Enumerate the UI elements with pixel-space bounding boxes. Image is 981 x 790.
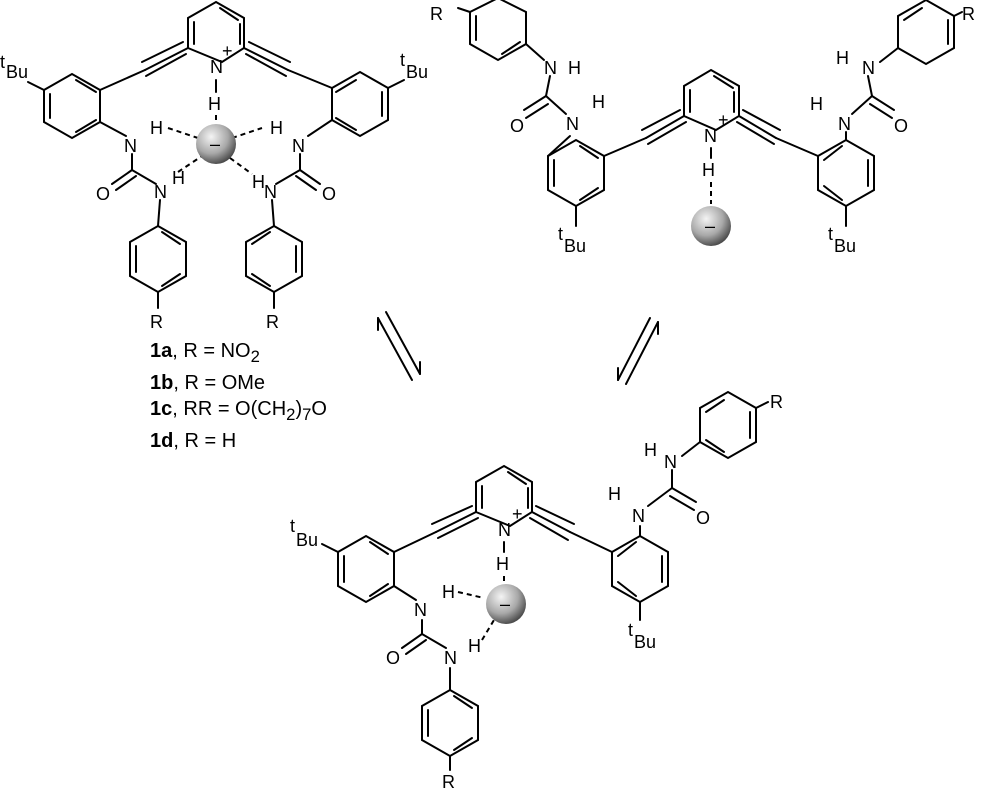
c-pyridinium-n: N	[498, 520, 511, 540]
right-urea-o: O	[322, 184, 336, 204]
c-right-urea-n2: N	[664, 452, 677, 472]
left-pendant-r: R	[150, 312, 163, 332]
left-urea-o: O	[96, 184, 110, 204]
b-left-pendant-r: R	[430, 4, 443, 24]
anion-charge: –	[210, 134, 220, 154]
tbu-t-right: t	[400, 50, 405, 70]
c-tbu-right: Bu	[634, 632, 656, 652]
legend-row-1d: 1d, R = H	[150, 430, 237, 452]
tbu-t-left: t	[0, 52, 5, 72]
left-urea-h2: H	[172, 168, 185, 188]
c-tbu-t-left: t	[290, 516, 295, 536]
c-tbu-t-right: t	[628, 620, 633, 640]
structure-bound-one-arm: N + H t Bu N H O N H	[290, 390, 783, 790]
b-right-urea-h2: H	[836, 48, 849, 68]
c-right-urea-h1: H	[608, 484, 621, 504]
right-pendant-phenyl	[245, 224, 303, 309]
right-urea-h2: H	[252, 172, 265, 192]
b-right-urea-n2: N	[862, 58, 875, 78]
c-right-pendant-r: R	[770, 392, 783, 412]
c-anion-ball	[486, 584, 526, 624]
left-urea-h1: H	[150, 118, 163, 138]
b-right-urea-h1: H	[810, 94, 823, 114]
alkyne-right	[243, 41, 333, 89]
c-pyridinium-h: H	[496, 554, 509, 574]
c-pyridinium-plus: +	[512, 504, 523, 524]
b-right-pendant-r: R	[962, 4, 975, 24]
left-urea-n1: N	[124, 136, 137, 156]
b-pyridinium-plus: +	[718, 110, 729, 130]
pyridinium-ring	[187, 0, 245, 64]
b-tbu-t-right: t	[828, 224, 833, 244]
equilibrium-arrow-left	[377, 311, 421, 381]
b-pyridinium-n: N	[704, 126, 717, 146]
c-left-urea-h2: H	[468, 636, 481, 656]
pyridinium-h-label: H	[208, 94, 221, 114]
pyridinium-n-label: N	[210, 57, 223, 77]
legend-row-1c: 1c, RR = O(CH2)7O	[150, 398, 327, 424]
pyridinium-plus-label: +	[222, 41, 233, 61]
b-anion-charge: –	[705, 216, 715, 236]
c-anion-charge: –	[500, 594, 510, 614]
b-right-urea-o: O	[894, 116, 908, 136]
c-tbu-left: Bu	[296, 530, 318, 550]
c-left-urea-o: O	[386, 648, 400, 668]
right-aryl-ring	[331, 70, 405, 138]
c-left-urea-h1: H	[442, 582, 455, 602]
left-aryl-ring	[27, 72, 101, 140]
tbu-left-label: Bu	[6, 62, 28, 82]
compound-legend: 1a, R = NO2 1b, R = OMe 1c, RR = O(CH2)7…	[150, 338, 327, 454]
legend-row-1a: 1a, R = NO2	[150, 340, 260, 366]
c-left-pendant-r: R	[442, 772, 455, 790]
equilibrium-arrow-right	[617, 317, 659, 385]
right-urea	[229, 119, 333, 227]
left-pendant-phenyl	[129, 224, 187, 309]
b-left-urea-o: O	[510, 116, 524, 136]
b-left-urea-h1: H	[592, 92, 605, 112]
b-left-urea-h2: H	[568, 58, 581, 78]
b-tbu-t-left: t	[558, 224, 563, 244]
b-tbu-right: Bu	[834, 236, 856, 256]
b-left-urea-n1: N	[566, 114, 579, 134]
right-urea-n1: N	[292, 136, 305, 156]
b-anion-ball	[691, 206, 731, 246]
alkyne-left	[99, 41, 189, 91]
structure-bound-pyridinium-only: N + H – t Bu N H O N H	[430, 0, 975, 256]
right-urea-h1: H	[270, 118, 283, 138]
b-pyridinium-ring	[683, 68, 740, 132]
right-pendant-r: R	[266, 312, 279, 332]
c-right-urea-h2: H	[644, 440, 657, 460]
anion-ball	[196, 124, 236, 164]
b-left-urea-n2: N	[544, 58, 557, 78]
structure-bound-both-arms: N + H t Bu	[0, 0, 428, 332]
left-urea	[99, 121, 203, 227]
c-right-urea-o: O	[696, 508, 710, 528]
b-tbu-left: Bu	[564, 236, 586, 256]
b-right-urea-n1: N	[838, 114, 851, 134]
c-left-urea-n2: N	[444, 648, 457, 668]
c-right-urea-n1: N	[632, 506, 645, 526]
legend-row-1b: 1b, R = OMe	[150, 372, 266, 394]
left-urea-n2: N	[154, 182, 167, 202]
tbu-right-label: Bu	[406, 62, 428, 82]
right-urea-n2: N	[264, 182, 277, 202]
c-left-urea-n1: N	[414, 600, 427, 620]
b-pyridinium-h: H	[702, 160, 715, 180]
